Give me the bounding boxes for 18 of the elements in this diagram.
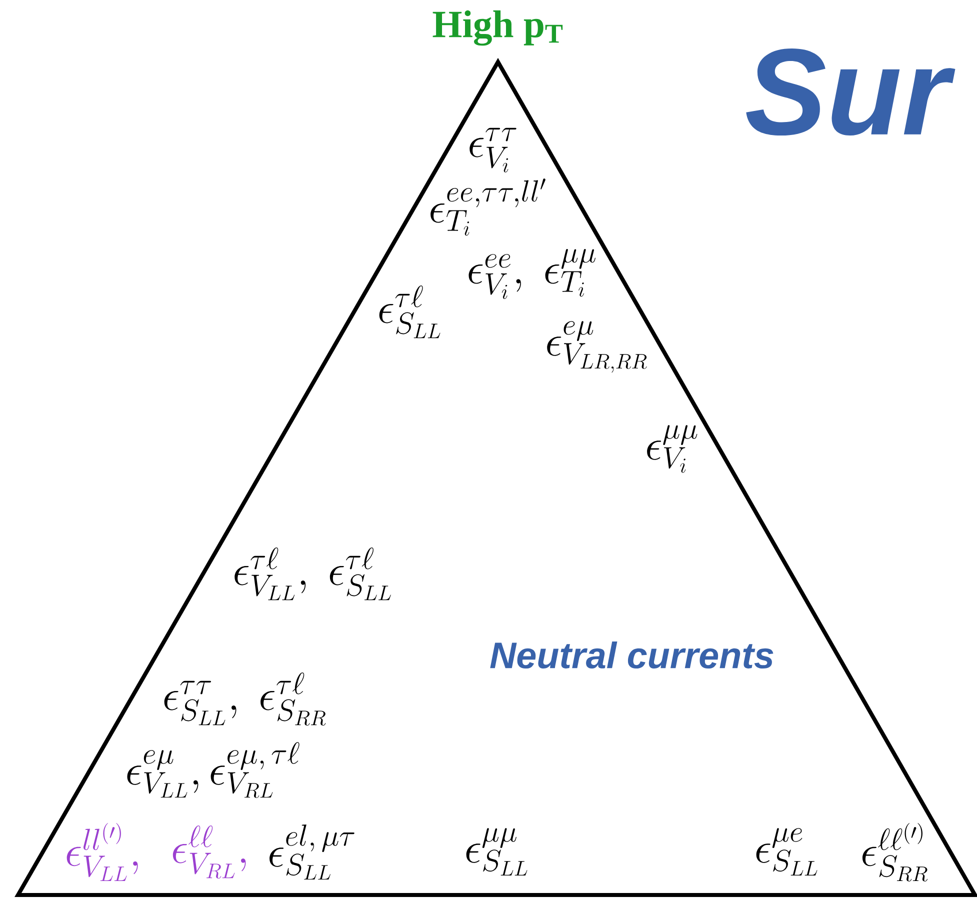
formula: $\epsilon^{el,\,\mu\tau}_{S_{LL}}$ [270,824,354,880]
formula: $\epsilon^{e\mu}_{V_{LR,RR}}$ [547,321,647,373]
formula: $\epsilon^{\tau\tau}_{S_{LL}},\ \epsilon^{\tau\ell}_{S_{RR}}$ [164,672,326,726]
formula: $\epsilon^{ee,\tau\tau,ll'}_{T_i}$ [430,178,546,236]
formula: $\epsilon^{e\mu}_{V_{LL}},\epsilon^{e\mu,\,\tau\ell}_{V_{RL}}$ [127,742,300,798]
formula: $\epsilon^{\mu e}_{S_{LL}}$ [756,828,818,876]
formula: $\epsilon^{\tau\tau}_{V_i}$ [470,128,516,172]
title: Sur [746,48,956,136]
formula: $\epsilon^{\mu\mu}_{S_{LL}}$ [466,828,528,876]
formula: $\epsilon^{\ell\ell^{(\prime)}}_{S_{RR}}$ [862,822,928,882]
formula: $\epsilon^{ll^{(\prime)}}_{V_{LL}},$ [66,822,138,882]
region-label: Neutral currents [490,641,774,669]
formula: $\epsilon^{\mu\mu}_{V_i}$ [647,425,698,473]
formula: $\epsilon^{\ell\ell}_{V_{RL}},$ [172,826,246,879]
formula: $\epsilon^{\tau\ell}_{V_{LL}},\ \epsilon^{\tau\ell}_{S_{LL}}$ [234,548,391,600]
apex-label: High p$_{T}$ [432,10,563,46]
formula: $\epsilon^{\tau\ell}_{S_{LL}}$ [379,286,440,338]
formula: $\epsilon^{ee}_{V_i},\ \epsilon^{\mu\mu}_{T_i}$ [468,248,596,299]
